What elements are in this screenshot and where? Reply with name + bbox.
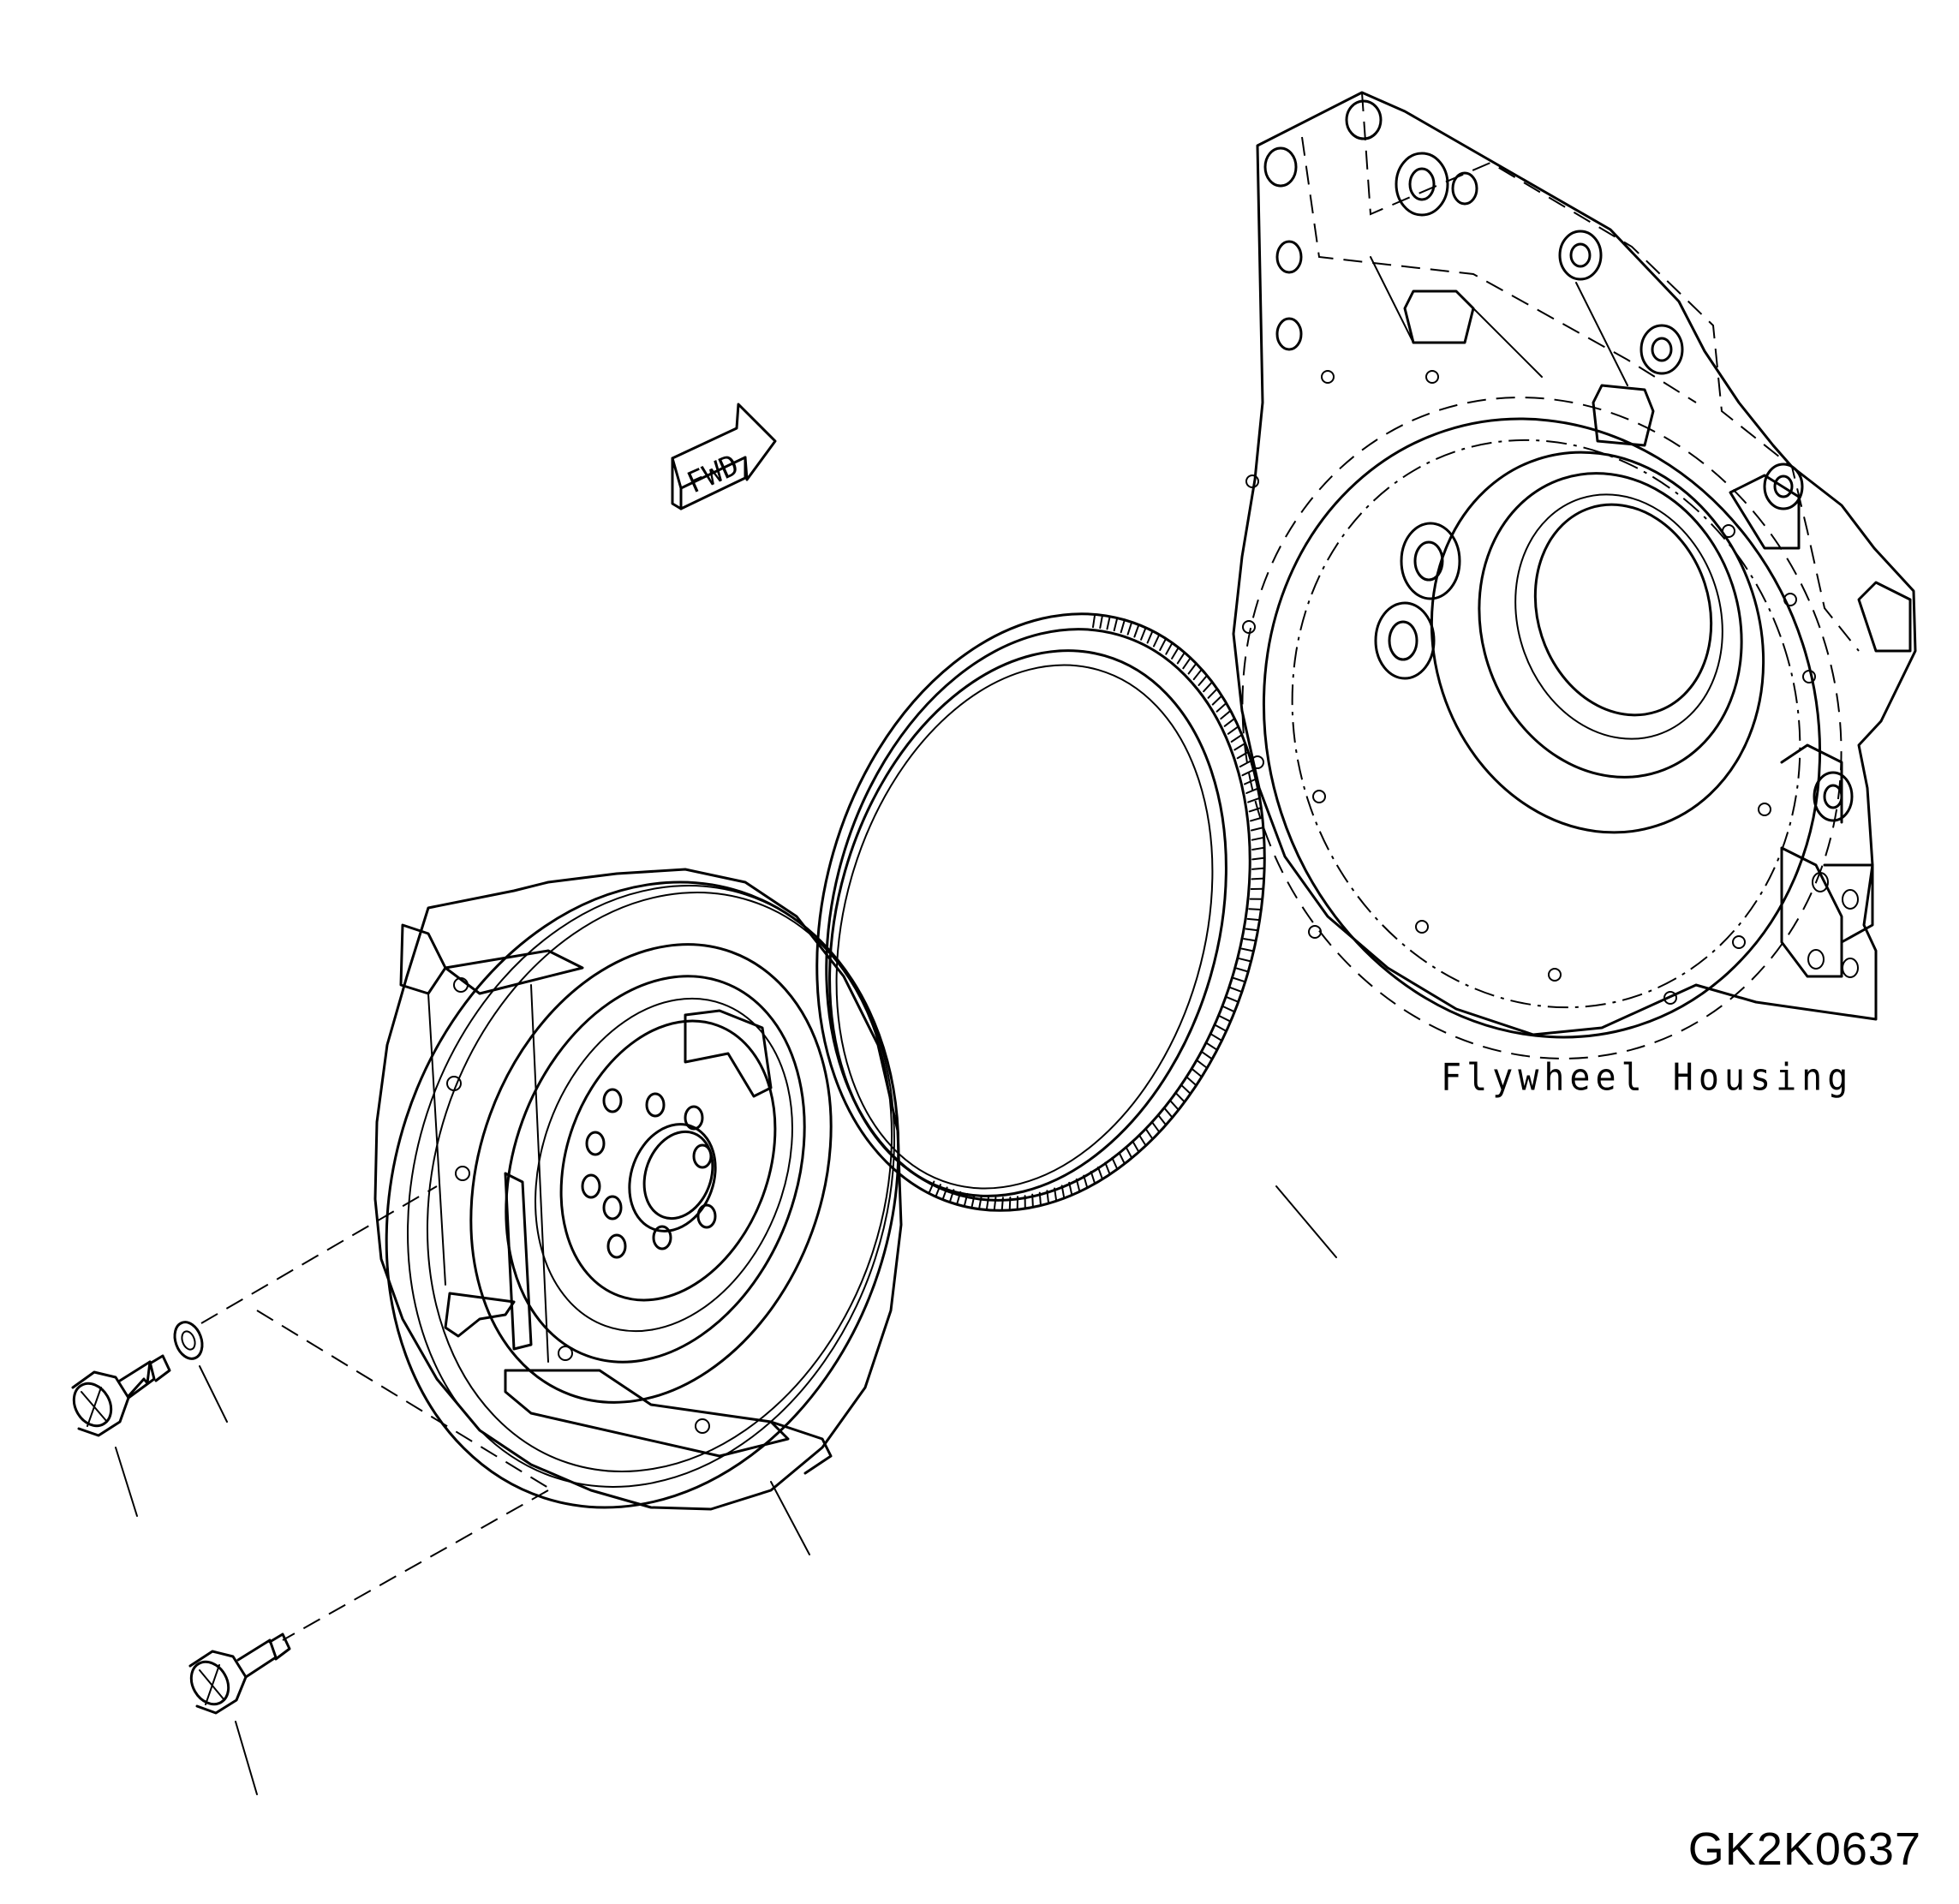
flange-bolt-holes — [1242, 370, 1816, 1005]
flywheel — [373, 868, 903, 1555]
gear-teeth — [928, 613, 1266, 1212]
fwd-label: FWD — [682, 448, 744, 501]
drawing-code: GK2K0637 — [1687, 1823, 1921, 1875]
bolt-upper — [71, 1354, 171, 1517]
fwd-arrow-icon: FWD — [671, 403, 777, 510]
washer — [173, 1321, 228, 1423]
assembly-lines — [200, 1185, 553, 1641]
flywheel-housing — [1232, 91, 1917, 1059]
hub-bolt-holes — [581, 1088, 717, 1259]
ring-gear — [815, 612, 1337, 1258]
flywheel-housing-label: Flywheel Housing — [1441, 1055, 1854, 1100]
bolt-lower — [188, 1632, 291, 1795]
